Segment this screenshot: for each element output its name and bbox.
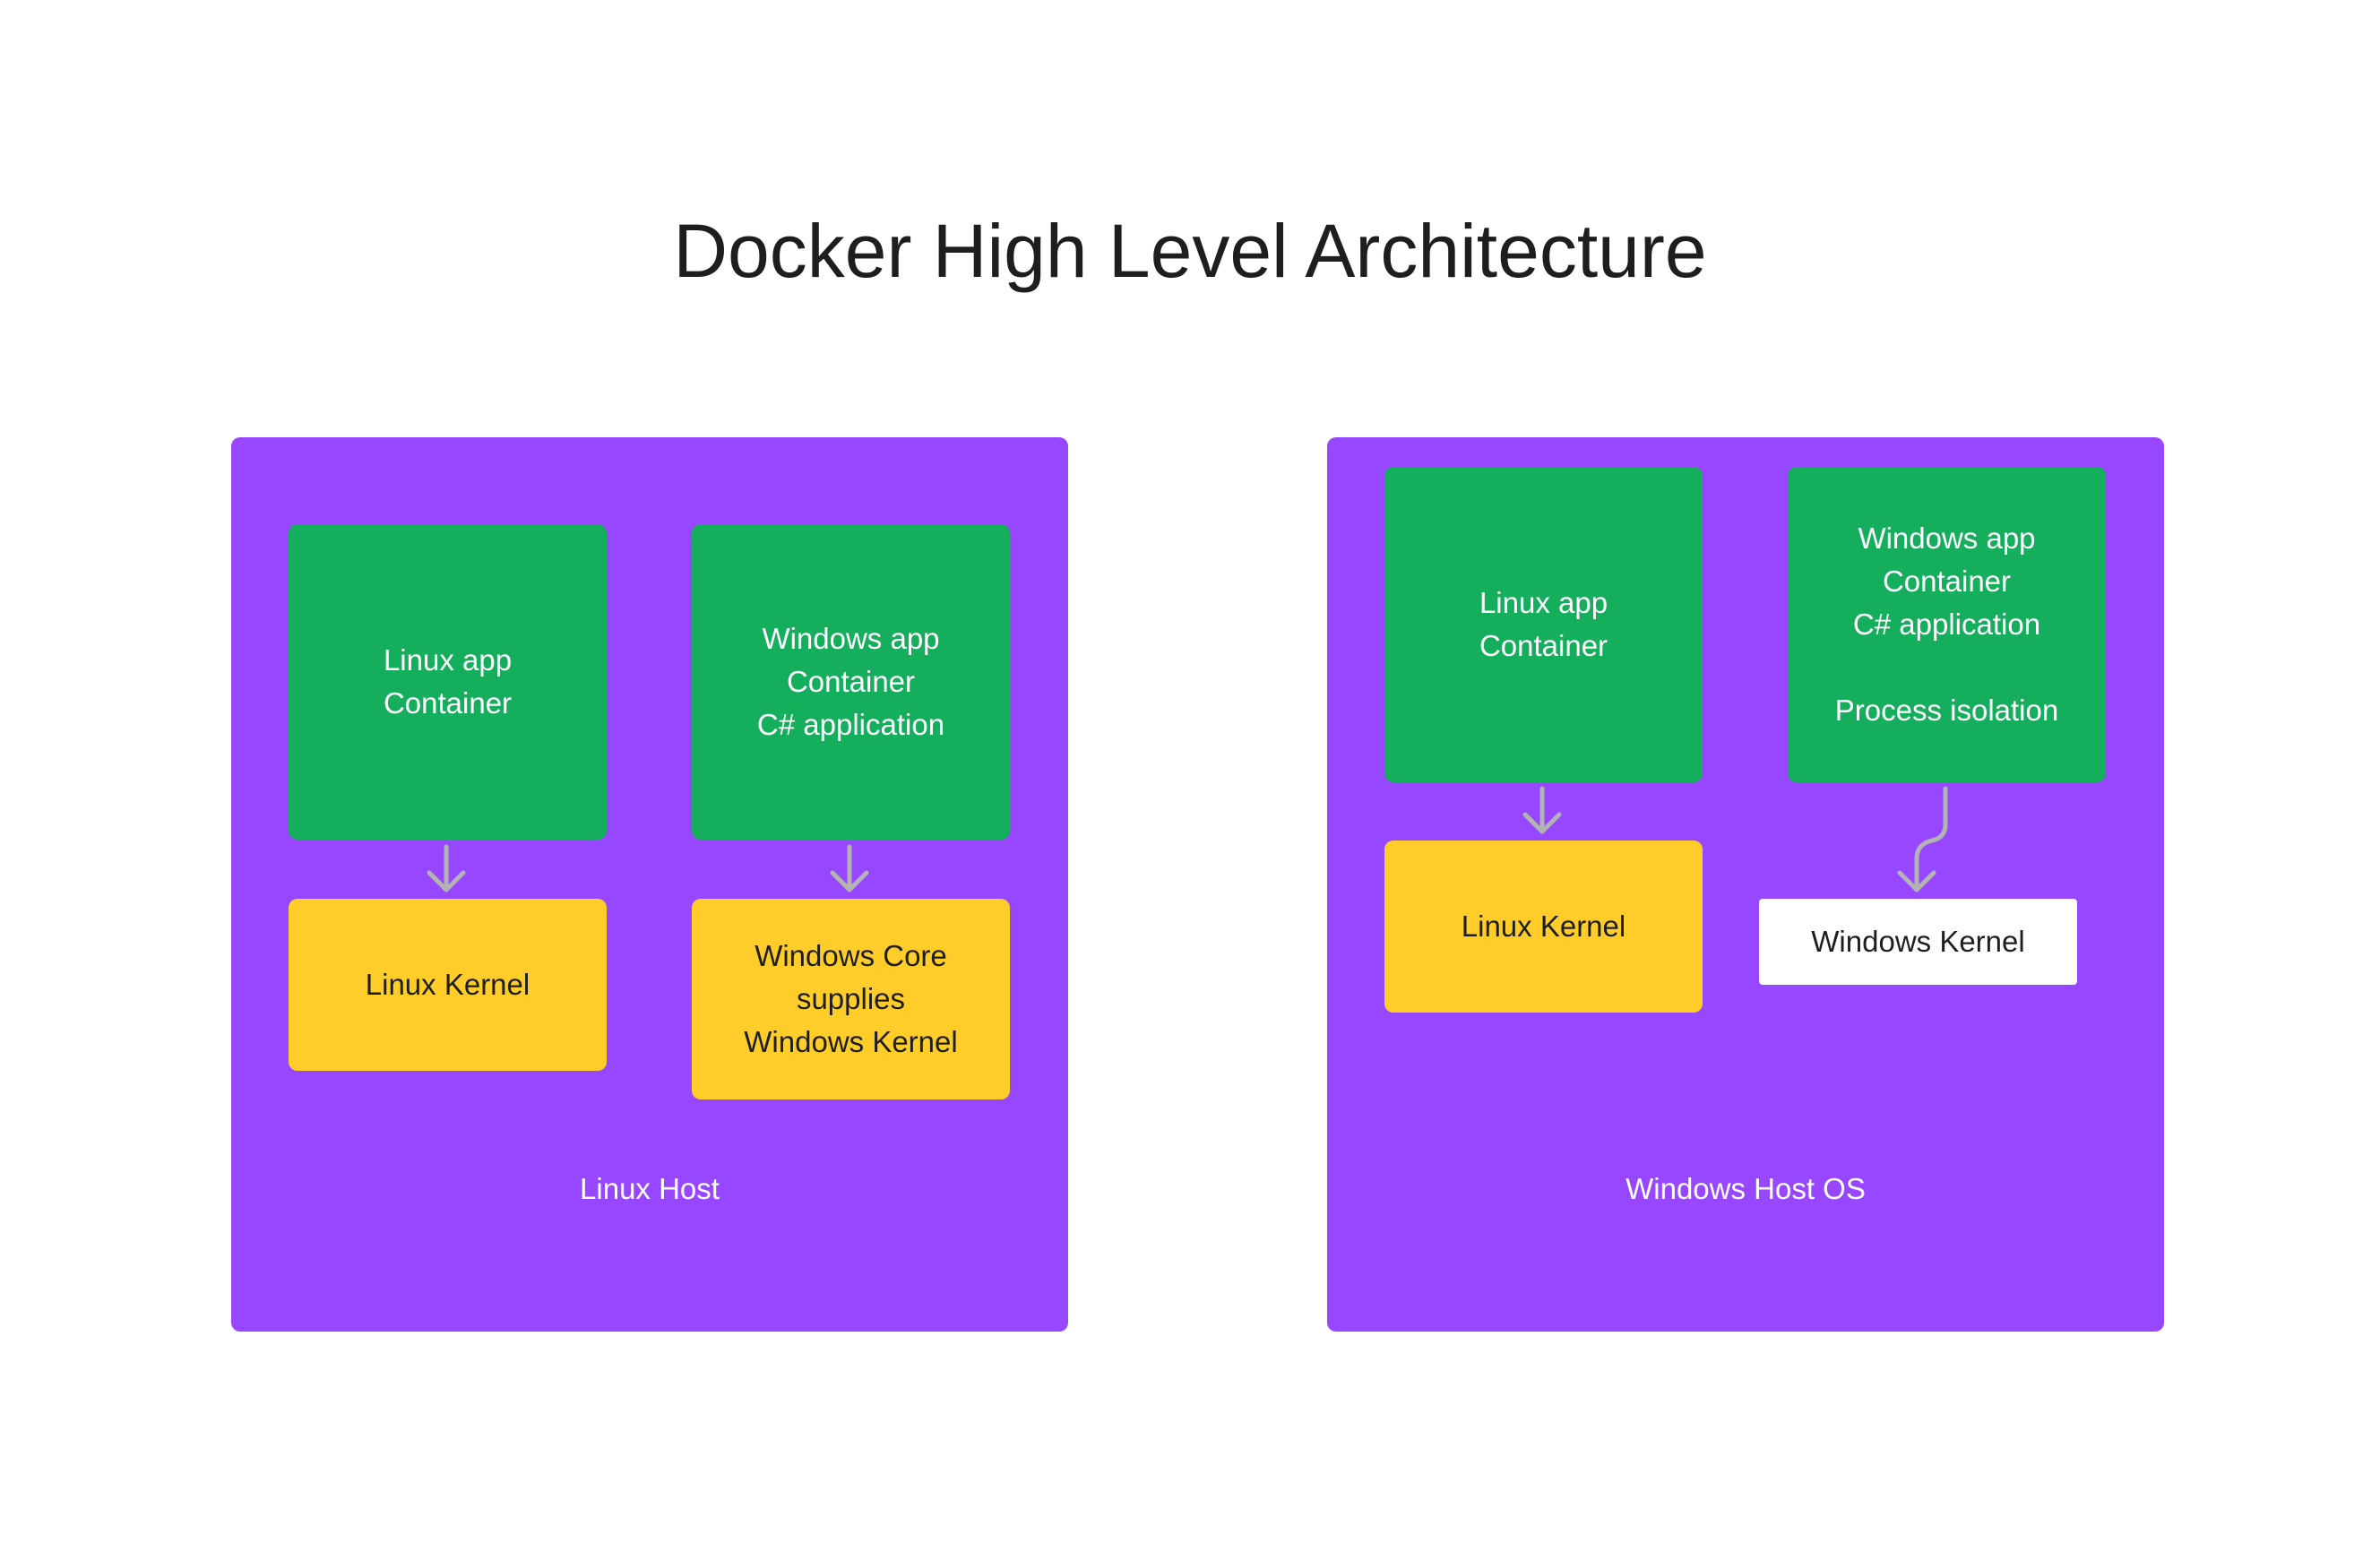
- arrow-win-host-linux-container-to-linux-kernel: [1522, 786, 1562, 834]
- linux-host-windows-container: Windows app Container C# application: [692, 524, 1010, 840]
- linux-host-label: Linux Host: [580, 1172, 720, 1205]
- linux-host: Linux app Container Windows app Containe…: [231, 437, 1068, 1332]
- arrow-windows-container-to-windows-core: [830, 844, 869, 892]
- windows-host-label: Windows Host OS: [1625, 1172, 1866, 1205]
- windows-host-linux-container: Linux app Container: [1384, 467, 1703, 782]
- arrow-linux-container-to-linux-kernel: [427, 844, 466, 892]
- diagram-title: Docker High Level Architecture: [673, 209, 1707, 293]
- windows-host-linux-kernel: Linux Kernel: [1384, 841, 1703, 1013]
- linux-host-windows-core-kernel: Windows Core supplies Windows Kernel: [692, 899, 1010, 1099]
- linux-host-linux-kernel: Linux Kernel: [289, 899, 607, 1071]
- windows-host-windows-kernel: Windows Kernel: [1759, 899, 2077, 985]
- linux-host-linux-container: Linux app Container: [289, 524, 607, 840]
- arrow-win-host-windows-container-to-windows-kernel: [1897, 786, 1948, 892]
- windows-host: Linux app Container Windows app Containe…: [1327, 437, 2164, 1332]
- windows-host-windows-container: Windows app Container C# application Pro…: [1788, 467, 2106, 782]
